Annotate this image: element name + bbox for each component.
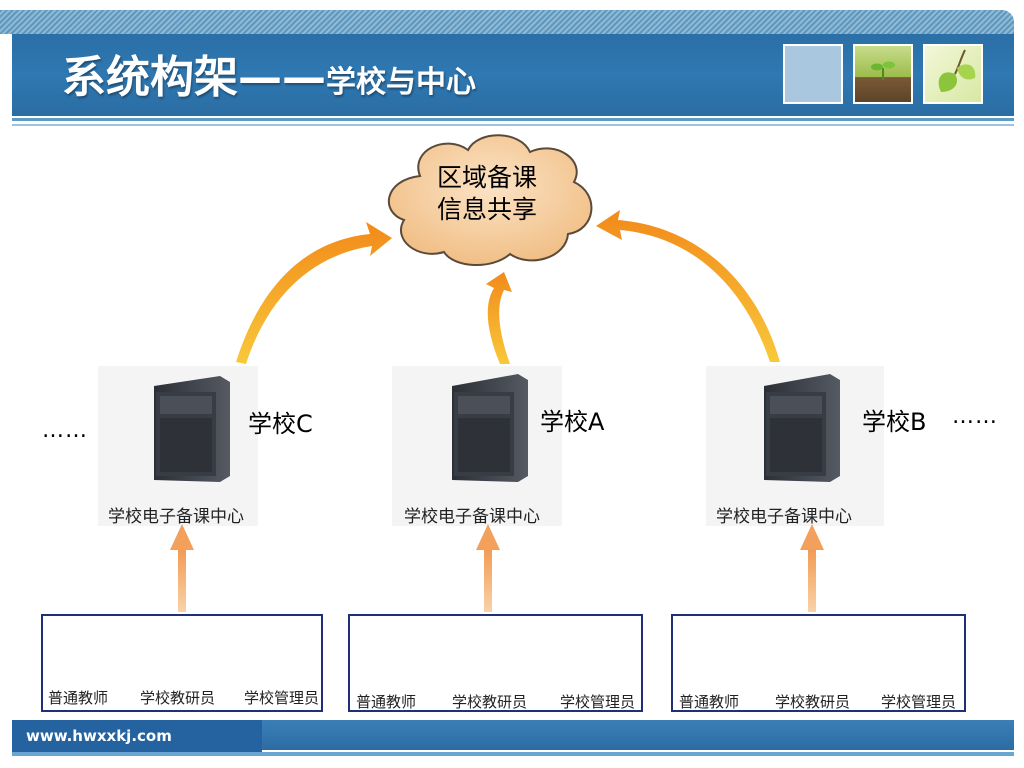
page-title-main: 系统构架——	[62, 52, 326, 103]
cloud-label-line2: 信息共享	[436, 195, 537, 224]
user-box-c	[41, 614, 323, 712]
role-label-researcher: 学校教研员	[775, 693, 851, 711]
role-label-teacher: 普通教师	[679, 693, 740, 711]
arrow-users-to-center-b	[800, 524, 824, 612]
header-divider-thin	[12, 124, 1014, 126]
role-label-admin: 学校管理员	[881, 693, 957, 711]
center-label-b: 学校电子备课中心	[716, 507, 852, 527]
arrow-users-to-center-c	[170, 524, 194, 612]
arrow-users-to-center-a	[476, 524, 500, 612]
footer-line	[12, 752, 1014, 756]
user-box-b	[671, 614, 966, 712]
header-divider	[12, 118, 1014, 121]
role-label-admin: 学校管理员	[244, 689, 320, 707]
page-title-sub: 学校与中心	[326, 65, 476, 100]
arrow-school-c-to-cloud	[236, 222, 392, 364]
center-label-c: 学校电子备课中心	[108, 507, 244, 527]
footer-tab	[12, 720, 262, 752]
role-label-teacher: 普通教师	[356, 693, 417, 711]
school-label-a: 学校A	[540, 408, 605, 436]
role-label-teacher: 普通教师	[48, 689, 109, 707]
ellipsis-left: ……	[42, 418, 88, 443]
role-label-admin: 学校管理员	[560, 693, 636, 711]
header-stripes	[0, 10, 1014, 34]
leaf-icon	[938, 49, 976, 92]
footer-url: www.hwxxkj.com	[26, 727, 172, 745]
role-label-researcher: 学校教研员	[140, 689, 216, 707]
ellipsis-right: ……	[952, 404, 998, 429]
cloud-shape	[387, 134, 593, 266]
center-label-a: 学校电子备课中心	[404, 507, 540, 527]
server-icon-school-b	[764, 374, 840, 482]
sprout-icon	[871, 61, 895, 80]
school-label-c: 学校C	[248, 410, 313, 438]
sprout-image	[853, 44, 913, 104]
header-band	[12, 34, 1014, 116]
user-box-a	[348, 614, 643, 712]
cloud-label-line1: 区域备课	[436, 163, 537, 192]
school-label-b: 学校B	[862, 408, 927, 436]
arrow-school-b-to-cloud	[596, 210, 780, 362]
header-thumbnail-blank	[783, 44, 843, 104]
server-icon-school-a	[452, 374, 528, 482]
page-title: 系统构架——学校与中心	[62, 50, 476, 111]
arrow-school-a-to-cloud	[486, 272, 512, 364]
cloud-label: 区域备课 信息共享	[411, 162, 563, 226]
leaf-image	[923, 44, 983, 104]
role-label-researcher: 学校教研员	[452, 693, 528, 711]
server-icon-school-c	[154, 376, 230, 482]
